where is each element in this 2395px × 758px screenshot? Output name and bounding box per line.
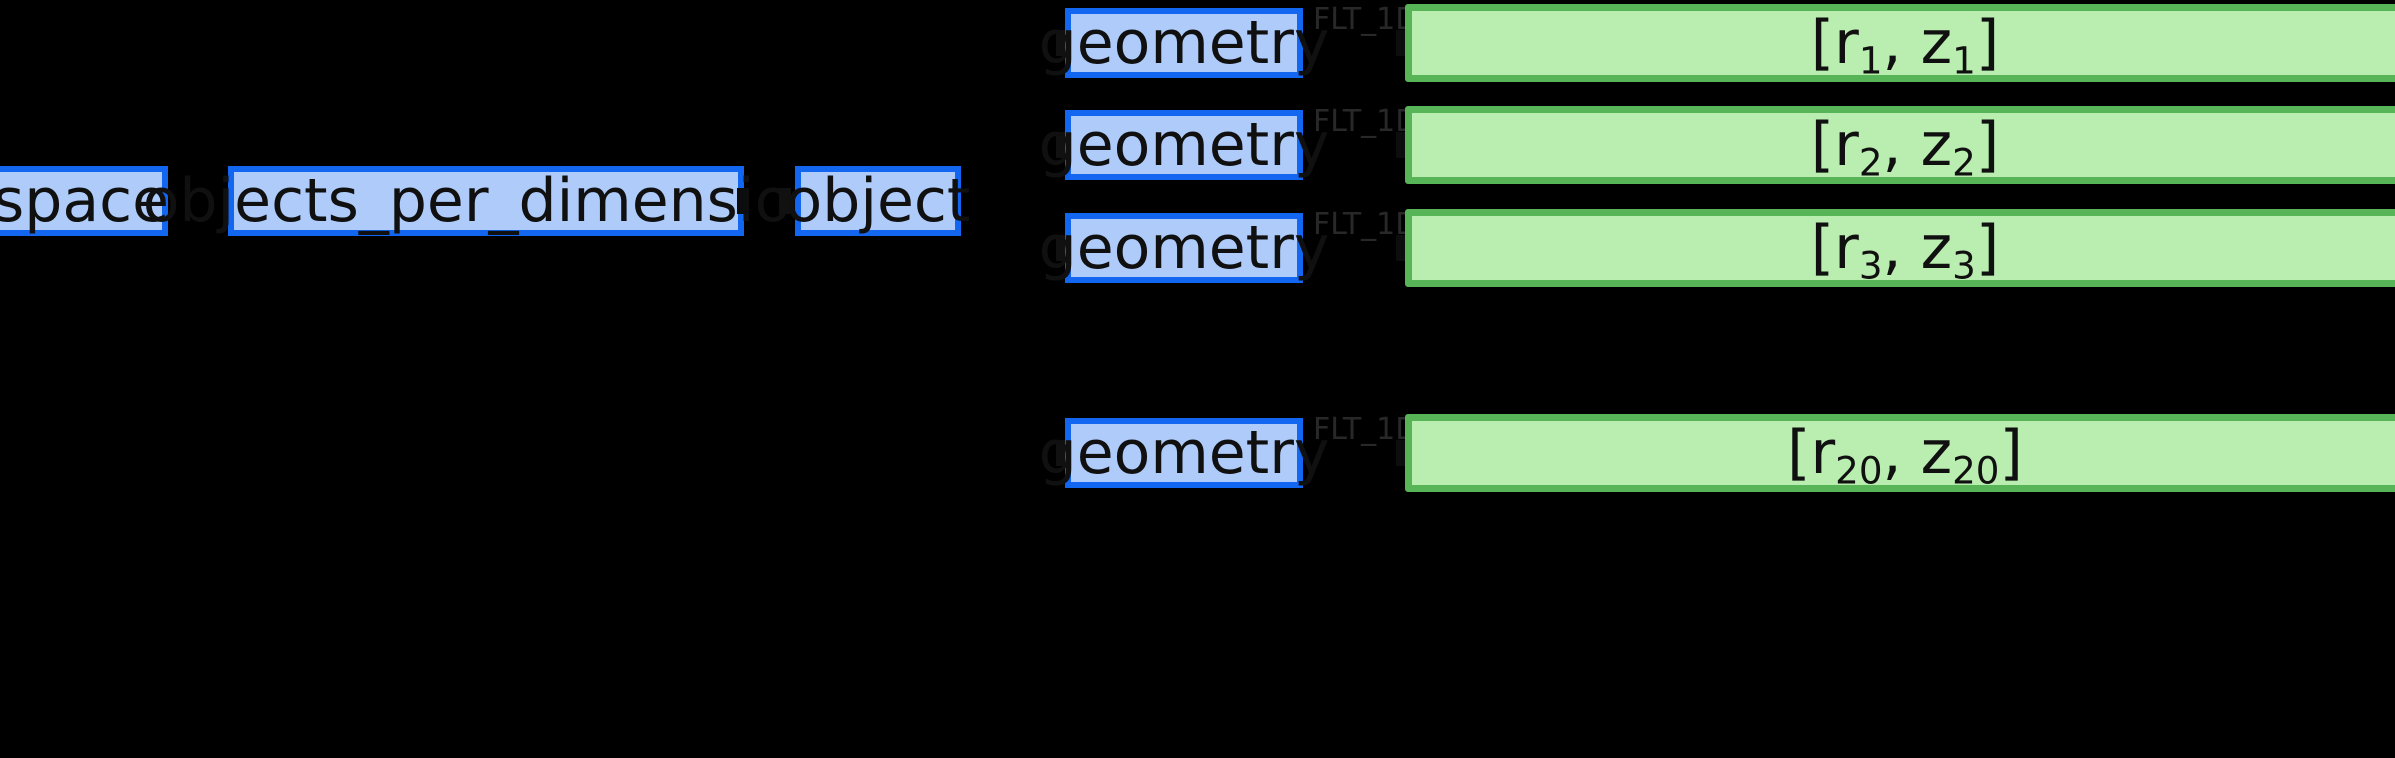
node-geometry-2-label: geometry <box>1038 110 1330 180</box>
edge-type-geometry-20-text: FLT_1D <box>1313 412 1419 447</box>
edge-type-geometry-2: FLT_1D <box>1313 107 1418 137</box>
node-value-2-label: [r2, z2] <box>1810 110 2000 185</box>
edge-stub-opd-out <box>737 188 749 214</box>
node-objects-per-dimension-label: objects_per_dimension <box>142 166 830 236</box>
node-space[interactable]: space <box>0 166 170 236</box>
node-value-3[interactable]: [r3, z3] <box>1405 209 2395 287</box>
node-value-2[interactable]: [r2, z2] <box>1405 106 2395 184</box>
edge-type-geometry-1: FLT_1D <box>1313 5 1418 35</box>
edge-type-geometry-1-text: FLT_1D <box>1313 2 1419 37</box>
node-geometry-3[interactable]: geometry <box>1039 213 1329 283</box>
node-geometry-20[interactable]: geometry <box>1039 418 1329 488</box>
edge-type-geometry-3-text: FLT_1D <box>1313 207 1419 242</box>
node-value-1-label: [r1, z1] <box>1810 8 2000 83</box>
node-value-1[interactable]: [r1, z1] <box>1405 4 2395 82</box>
node-space-label: space <box>0 166 170 236</box>
edge-type-geometry-2-text: FLT_1D <box>1313 104 1419 139</box>
node-value-20[interactable]: [r20, z20] <box>1405 414 2395 492</box>
node-geometry-2[interactable]: geometry <box>1039 110 1329 180</box>
edge-stub-object-in <box>779 188 791 214</box>
node-geometry-1[interactable]: geometry <box>1039 8 1329 78</box>
node-object[interactable]: object <box>786 166 970 236</box>
node-object-label: object <box>785 166 971 236</box>
edge-type-geometry-20: FLT_1D <box>1313 415 1418 445</box>
node-value-3-label: [r3, z3] <box>1810 213 2000 288</box>
node-geometry-3-label: geometry <box>1038 213 1330 283</box>
edge-type-geometry-3: FLT_1D <box>1313 210 1418 240</box>
node-objects-per-dimension[interactable]: objects_per_dimension <box>143 166 829 236</box>
node-value-20-label: [r20, z20] <box>1787 418 2023 493</box>
node-geometry-20-label: geometry <box>1038 418 1330 488</box>
node-geometry-1-label: geometry <box>1038 8 1330 78</box>
